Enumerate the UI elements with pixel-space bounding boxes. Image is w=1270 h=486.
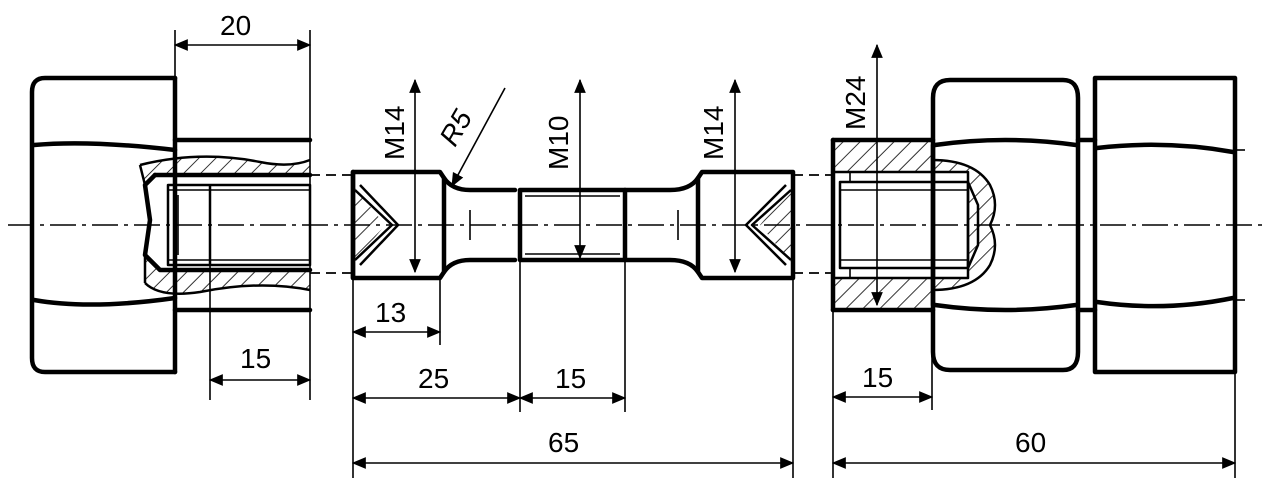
right-nut-dimensions <box>831 43 1237 478</box>
dim-m10: M10 <box>543 116 574 170</box>
dim-m14-right: M14 <box>698 106 729 160</box>
dim-m24: M24 <box>840 76 871 130</box>
middle-stud <box>350 169 796 281</box>
dim-15-mid: 15 <box>555 363 586 394</box>
dim-65: 65 <box>548 427 579 458</box>
left-nut-dimensions <box>173 30 312 400</box>
dim-15-right: 15 <box>862 362 893 393</box>
middle-stud-dimensions <box>351 78 795 478</box>
dim-25: 25 <box>418 363 449 394</box>
dim-m14-left: M14 <box>379 106 410 160</box>
dim-15-left: 15 <box>240 343 271 374</box>
dim-r5: R5 <box>433 104 478 151</box>
dim-13: 13 <box>375 297 406 328</box>
dim-60: 60 <box>1015 427 1046 458</box>
dim-20: 20 <box>220 10 251 41</box>
